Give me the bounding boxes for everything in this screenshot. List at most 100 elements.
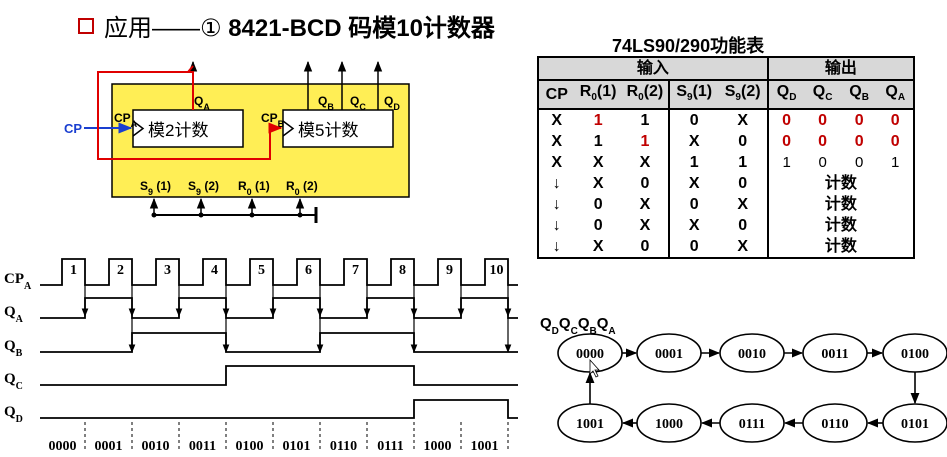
- table-cell-output: 0: [854, 133, 864, 151]
- timing-state-7: 0111: [377, 439, 403, 454]
- table-cell-r02: 0: [621, 173, 671, 195]
- pulse-number-5: 5: [258, 263, 265, 278]
- state-node-label: 1001: [576, 417, 604, 432]
- page-title: 应用——① 8421-BCD 码模10计数器: [78, 8, 495, 43]
- cpa-pin-label-part: A: [131, 119, 138, 129]
- s9-2-pin-label-part: (2): [201, 179, 219, 193]
- table-cell-cp: ↓: [537, 194, 575, 216]
- pulse-number-7: 7: [352, 263, 359, 278]
- table-cell-r02: 0: [621, 236, 671, 260]
- signal-label-0: CPA: [4, 271, 32, 292]
- pulse-number-3: 3: [164, 263, 171, 278]
- signal-label-0-part: A: [24, 281, 32, 292]
- r0-2-pin-label: R0 (2): [286, 179, 318, 197]
- table-cell-r02: 1: [621, 109, 671, 132]
- junction-dot-3: [297, 212, 303, 218]
- table-cell-r01: X: [592, 154, 604, 172]
- table-header-cell: CP: [537, 80, 575, 111]
- column-header-text: CP: [545, 86, 568, 104]
- qa-pin-label-part: A: [203, 102, 210, 112]
- r0-2-pin-label-part: (2): [300, 179, 318, 193]
- column-header-text: QA: [885, 83, 906, 104]
- qa-red-arrow-tip: [187, 65, 194, 73]
- cp-input-label: CP: [64, 121, 82, 136]
- qd-pin-label: QD: [384, 94, 400, 112]
- state-node-label: 0010: [738, 347, 766, 362]
- pulse-number-4: 4: [211, 263, 218, 278]
- junction-dot-1: [198, 212, 204, 218]
- table-cell-s92: 0: [718, 215, 769, 237]
- cpa-pin-label-part: CP: [114, 111, 131, 125]
- qb-pin-label: QB: [318, 94, 334, 112]
- pulse-number-9: 9: [446, 263, 453, 278]
- timing-state-5: 0101: [283, 439, 311, 454]
- table-cell-r02: X: [621, 194, 671, 216]
- state-node-label: 0100: [901, 347, 929, 362]
- state-label-part: Q: [559, 315, 571, 332]
- junction-dot-0: [151, 212, 157, 218]
- r0-1-pin-label-part: R: [238, 179, 247, 193]
- table-header-cell: QD: [767, 80, 805, 111]
- table-cell-s91: 0: [689, 196, 699, 214]
- signal-label-1: QA: [4, 304, 24, 325]
- timing-state-6: 0110: [330, 439, 357, 454]
- column-header-text: QB: [849, 83, 869, 104]
- timing-state-0: 0000: [49, 439, 77, 454]
- table-group-input: 输入: [537, 56, 769, 81]
- table-cell-output: 0: [877, 109, 915, 132]
- mod5-counter-box: [282, 109, 394, 148]
- column-header-text: QD: [776, 83, 797, 104]
- r0-1-pin-label-part: 0: [247, 187, 252, 197]
- cpa-waveform: [40, 258, 518, 286]
- signal-label-2: QB: [4, 338, 23, 359]
- pulse-number-1: 1: [70, 263, 77, 278]
- table-header-cell: QA: [877, 80, 915, 111]
- table-cell-s91: X: [688, 175, 700, 193]
- signal-label-2-part: B: [16, 348, 23, 359]
- table-cell-r02: 1: [621, 131, 671, 153]
- s9-1-pin-label: S9 (1): [140, 179, 171, 197]
- table-cell-r01: X: [574, 236, 622, 260]
- mod5-label: 模5计数: [298, 121, 358, 140]
- table-header-cell: QB: [840, 80, 878, 111]
- qc-pin-label-part: C: [359, 102, 366, 112]
- title-main: 8421-BCD 码模10计数器: [228, 15, 495, 42]
- table-cell-output: 1: [782, 154, 791, 172]
- timing-state-3: 0011: [189, 439, 216, 454]
- qd-waveform: [40, 399, 518, 419]
- table-cell-cp: ↓: [537, 173, 575, 195]
- table-cell-cp: X: [537, 131, 575, 153]
- timing-state-1: 0001: [95, 439, 123, 454]
- signal-label-4: QD: [4, 404, 23, 425]
- table-cell-r01: 1: [593, 133, 603, 151]
- table-cell-output: 0: [818, 133, 828, 151]
- table-cell-s92: 1: [718, 152, 769, 174]
- table-cell-count: 计数: [767, 215, 916, 237]
- pulse-number-2: 2: [117, 263, 124, 278]
- mod2-clock-triangle: [132, 120, 145, 137]
- mod2-label: 模2计数: [148, 121, 208, 140]
- state-node-label: 0000: [576, 347, 604, 362]
- column-header-text: R0(2): [626, 83, 664, 104]
- table-cell-s92: 0: [718, 173, 769, 195]
- table-group-output: 输出: [767, 56, 916, 81]
- r0-1-pin-label-part: (1): [252, 179, 270, 193]
- state-label-part: Q: [578, 315, 590, 332]
- table-cell-r02: X: [621, 215, 671, 237]
- table-cell-s91: 0: [669, 236, 719, 260]
- pulse-number-10: 10: [490, 263, 504, 278]
- qc-waveform: [40, 365, 518, 386]
- state-node-label: 0110: [821, 417, 848, 432]
- table-cell-output: 0: [877, 131, 915, 153]
- table-cell-output: 1: [877, 152, 915, 174]
- pulse-number-8: 8: [399, 263, 406, 278]
- qb-waveform: [40, 332, 518, 353]
- qb-pin-label-part: Q: [318, 94, 327, 108]
- signal-label-4-part: Q: [4, 404, 16, 420]
- table-cell-s91: X: [688, 133, 700, 151]
- pulse-number-6: 6: [305, 263, 312, 278]
